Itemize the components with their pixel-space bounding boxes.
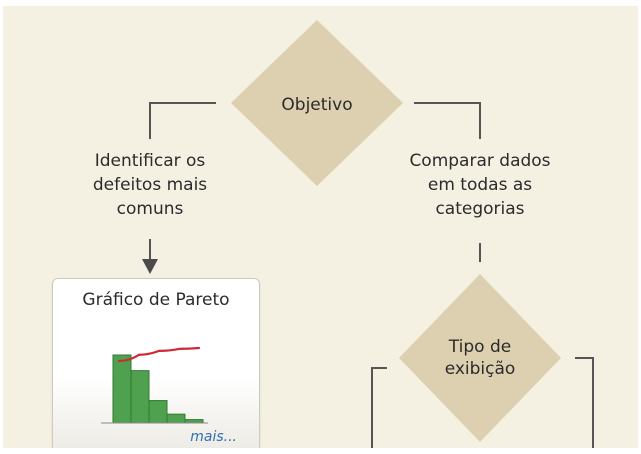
left-branch-label: Identificar os defeitos mais comuns xyxy=(75,149,225,221)
connector-display-right xyxy=(575,357,594,448)
right-branch-label-line-3: categorias xyxy=(435,199,525,219)
right-branch-label-line-1: Comparar dados xyxy=(409,151,551,171)
connector-display-left xyxy=(371,367,387,448)
pareto-chart-card[interactable]: Gráfico de Pareto mais... xyxy=(52,278,260,448)
objective-label: Objetivo xyxy=(281,95,353,115)
pareto-thumbnail-bar xyxy=(148,400,168,424)
connector-objective-left xyxy=(149,102,216,139)
pareto-thumbnail-bar xyxy=(112,354,132,424)
connector-objective-right xyxy=(414,102,481,139)
pareto-thumbnail-curve xyxy=(117,346,201,363)
arrowhead-to-pareto xyxy=(142,259,158,274)
display-type-diamond xyxy=(399,274,561,442)
display-type-label: Tipo de exibição xyxy=(420,336,540,380)
left-branch-label-line-3: comuns xyxy=(116,199,184,219)
right-branch-label: Comparar dados em todas as categorias xyxy=(395,149,565,221)
display-type-label-line-2: exibição xyxy=(444,359,516,379)
more-link[interactable]: mais... xyxy=(190,429,237,445)
pareto-thumbnail-bar xyxy=(166,413,186,424)
display-type-label-line-1: Tipo de xyxy=(448,337,512,357)
pareto-card-title: Gráfico de Pareto xyxy=(82,290,230,310)
objective-diamond xyxy=(231,20,403,186)
flowchart-canvas: Objetivo Tipo de exibição Identificar os… xyxy=(3,6,638,448)
left-branch-label-line-2: defeitos mais xyxy=(92,175,208,195)
pareto-thumbnail-bar xyxy=(184,419,204,424)
pareto-thumbnail-icon xyxy=(101,346,208,424)
left-branch-label-line-1: Identificar os xyxy=(94,151,206,171)
pareto-thumbnail-bar xyxy=(130,370,150,424)
flowchart-shapes xyxy=(142,20,594,448)
right-branch-label-line-2: em todas as xyxy=(427,175,533,195)
